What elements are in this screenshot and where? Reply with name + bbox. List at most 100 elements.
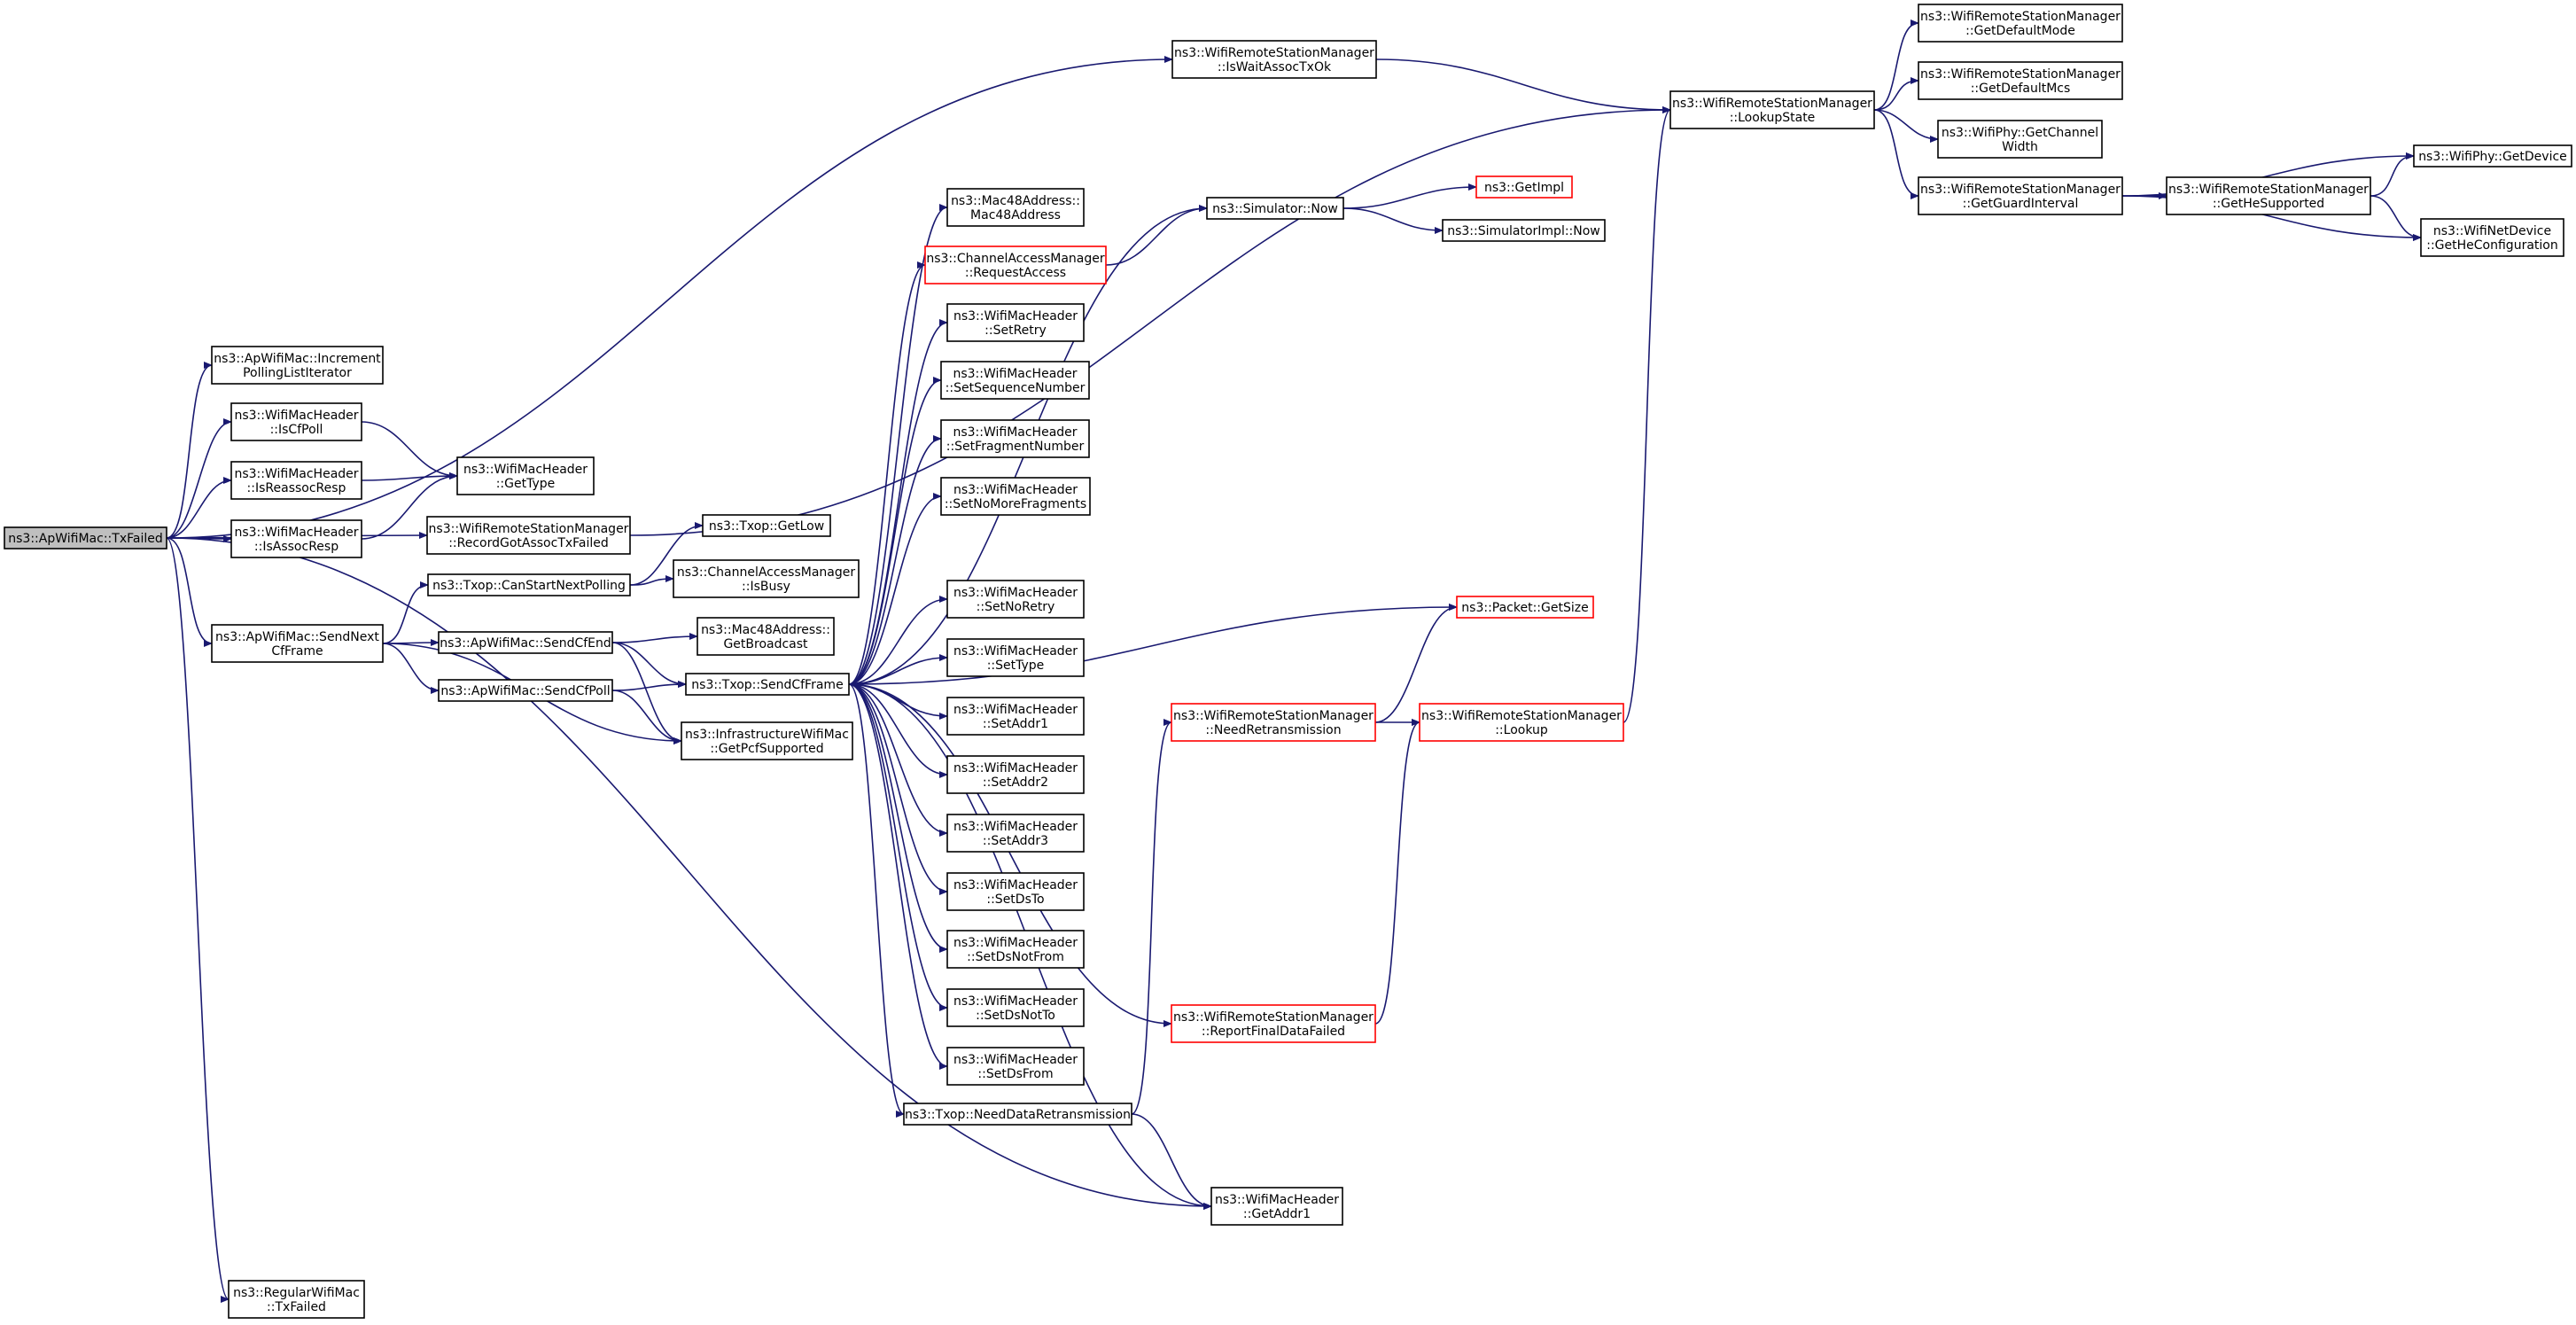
node-label: ::Lookup <box>1495 723 1548 737</box>
node-label: ns3::WifiMacHeader <box>234 467 358 481</box>
node-label: ns3::RegularWifiMac <box>233 1286 360 1300</box>
edge-sendCfFrame-to-setAddr3 <box>848 683 948 837</box>
node-label: ns3::WifiRemoteStationManager <box>1920 67 2121 82</box>
node-getHeConfig[interactable]: ns3::WifiNetDevice::GetHeConfiguration <box>2420 218 2564 257</box>
node-box <box>1442 219 1606 242</box>
edge-sendCfPoll-to-sendCfFrame <box>611 681 687 691</box>
node-setAddr1[interactable]: ns3::WifiMacHeader::SetAddr1 <box>946 697 1085 736</box>
edge-arrow <box>1623 106 1671 723</box>
node-regularTx[interactable]: ns3::RegularWifiMac::TxFailed <box>228 1280 365 1319</box>
node-label: ns3::WifiRemoteStationManager <box>1920 10 2121 24</box>
node-box <box>940 419 1090 458</box>
edge-sendCfFrame-to-requestAccess <box>848 261 926 685</box>
node-box <box>673 559 860 598</box>
node-sendCfFrame[interactable]: ns3::Txop::SendCfFrame <box>685 673 850 696</box>
node-setDsTo[interactable]: ns3::WifiMacHeader::SetDsTo <box>946 872 1085 911</box>
edge-arrow <box>848 683 948 953</box>
node-phyGetDevice[interactable]: ns3::WifiPhy::GetDevice <box>2413 144 2572 168</box>
node-needDataRetx[interactable]: ns3::Txop::NeedDataRetransmission <box>903 1103 1132 1126</box>
node-label: ns3::WifiMacHeader <box>463 463 588 477</box>
node-label: ns3::WifiMacHeader <box>953 820 1078 834</box>
node-box <box>1475 175 1573 199</box>
node-label: ::IsAssocResp <box>254 540 339 554</box>
edge-sendCfFrame-to-reportFinal <box>848 683 1172 1027</box>
nodes-layer: ns3::ApWifiMac::TxFailedns3::ApWifiMac::… <box>4 4 2572 1319</box>
node-label: ns3::ChannelAccessManager <box>677 565 856 580</box>
node-box <box>1171 1004 1376 1043</box>
node-sendCfEnd[interactable]: ns3::ApWifiMac::SendCfEnd <box>438 631 613 654</box>
node-setAddr3[interactable]: ns3::WifiMacHeader::SetAddr3 <box>946 814 1085 853</box>
node-getPcf[interactable]: ns3::InfrastructureWifiMac::GetPcfSuppor… <box>681 721 853 760</box>
node-isBusy[interactable]: ns3::ChannelAccessManager::IsBusy <box>673 559 860 598</box>
node-box <box>438 631 613 654</box>
edge-isCfPoll-to-getType <box>361 421 458 479</box>
node-getDefaultMode[interactable]: ns3::WifiRemoteStationManager::GetDefaul… <box>1918 4 2123 43</box>
node-label: PollingListIterator <box>243 366 352 380</box>
edge-arrow <box>848 683 948 837</box>
node-getAddr1[interactable]: ns3::WifiMacHeader::GetAddr1 <box>1210 1187 1343 1226</box>
edge-arrow <box>361 421 458 479</box>
node-box <box>1456 596 1594 619</box>
node-label: ::IsWaitAssocTxOk <box>1218 60 1332 74</box>
node-label: ::SetDsNotTo <box>976 1009 1055 1023</box>
node-setAddr2[interactable]: ns3::WifiMacHeader::SetAddr2 <box>946 755 1085 794</box>
node-box <box>1918 4 2123 43</box>
edge-lookupState-to-getChannelWidth <box>1873 109 1939 143</box>
node-simImplNow[interactable]: ns3::SimulatorImpl::Now <box>1442 219 1606 242</box>
node-label: ::SetRetry <box>984 323 1047 338</box>
node-setNoRetry[interactable]: ns3::WifiMacHeader::SetNoRetry <box>946 580 1085 619</box>
node-recordGot[interactable]: ns3::WifiRemoteStationManager::RecordGot… <box>426 516 631 555</box>
node-root[interactable]: ns3::ApWifiMac::TxFailed <box>4 526 167 549</box>
edge-getHeSupported-to-phyGetDevice <box>2370 152 2415 197</box>
node-setRetry[interactable]: ns3::WifiMacHeader::SetRetry <box>946 303 1085 342</box>
node-setDsNotTo[interactable]: ns3::WifiMacHeader::SetDsNotTo <box>946 988 1085 1027</box>
node-getImpl[interactable]: ns3::GetImpl <box>1475 175 1573 199</box>
node-setFrag[interactable]: ns3::WifiMacHeader::SetFragmentNumber <box>940 419 1090 458</box>
node-lookupState[interactable]: ns3::WifiRemoteStationManager::LookupSta… <box>1669 90 1875 129</box>
node-setDsNotFrom[interactable]: ns3::WifiMacHeader::SetDsNotFrom <box>946 930 1085 969</box>
node-getLow[interactable]: ns3::Txop::GetLow <box>702 514 831 537</box>
node-label: ::SetAddr2 <box>983 776 1048 790</box>
node-setSeq[interactable]: ns3::WifiMacHeader::SetSequenceNumber <box>940 361 1090 400</box>
edge-arrow <box>848 204 948 685</box>
node-lookup[interactable]: ns3::WifiRemoteStationManager::Lookup <box>1419 703 1624 742</box>
node-label: ns3::WifiRemoteStationManager <box>1174 46 1374 60</box>
node-getType[interactable]: ns3::WifiMacHeader::GetType <box>456 456 595 495</box>
node-requestAccess[interactable]: ns3::ChannelAccessManager::RequestAccess <box>924 246 1107 284</box>
node-isWaitAssoc[interactable]: ns3::WifiRemoteStationManager::IsWaitAss… <box>1171 40 1377 79</box>
node-packetGetSize[interactable]: ns3::Packet::GetSize <box>1456 596 1594 619</box>
node-label: ns3::ChannelAccessManager <box>926 252 1105 266</box>
node-simNow[interactable]: ns3::Simulator::Now <box>1206 197 1344 220</box>
node-setNoMore[interactable]: ns3::WifiMacHeader::SetNoMoreFragments <box>940 477 1091 516</box>
node-mac48[interactable]: ns3::Mac48Address::Mac48Address <box>946 188 1085 227</box>
edge-recordGot-to-lookupState <box>629 106 1671 536</box>
node-setDsFrom[interactable]: ns3::WifiMacHeader::SetDsFrom <box>946 1047 1085 1086</box>
node-getDefaultMcs[interactable]: ns3::WifiRemoteStationManager::GetDefaul… <box>1918 61 2123 100</box>
node-box <box>681 721 853 760</box>
edge-lookup-to-lookupState <box>1623 106 1671 723</box>
node-needRetx[interactable]: ns3::WifiRemoteStationManager::NeedRetra… <box>1171 703 1376 742</box>
node-isReassoc[interactable]: ns3::WifiMacHeader::IsReassocResp <box>230 461 362 500</box>
edge-root-to-isReassoc <box>166 477 232 539</box>
node-setType[interactable]: ns3::WifiMacHeader::SetType <box>946 638 1085 677</box>
node-label: ns3::ApWifiMac::SendCfPoll <box>440 684 610 698</box>
edge-arrow <box>166 418 232 539</box>
node-label: ::GetPcfSupported <box>710 742 823 756</box>
node-getHeSupported[interactable]: ns3::WifiRemoteStationManager::GetHeSupp… <box>2166 176 2371 215</box>
edge-sendCfFrame-to-mac48 <box>848 204 948 685</box>
node-box <box>211 346 384 385</box>
node-reportFinal[interactable]: ns3::WifiRemoteStationManager::ReportFin… <box>1171 1004 1376 1043</box>
node-label: ns3::WifiMacHeader <box>953 994 1078 1009</box>
node-sendCfPoll[interactable]: ns3::ApWifiMac::SendCfPoll <box>438 679 613 702</box>
node-getBroadcast[interactable]: ns3::Mac48Address::GetBroadcast <box>697 617 835 656</box>
node-incPoll[interactable]: ns3::ApWifiMac::IncrementPollingListIter… <box>211 346 384 385</box>
node-box <box>1210 1187 1343 1226</box>
node-box <box>438 679 613 702</box>
node-isAssoc[interactable]: ns3::WifiMacHeader::IsAssocResp <box>230 519 362 558</box>
node-getGuard[interactable]: ns3::WifiRemoteStationManager::GetGuardI… <box>1918 176 2123 215</box>
node-canStart[interactable]: ns3::Txop::CanStartNextPolling <box>427 573 631 596</box>
node-isCfPoll[interactable]: ns3::WifiMacHeader::IsCfPoll <box>230 402 362 441</box>
